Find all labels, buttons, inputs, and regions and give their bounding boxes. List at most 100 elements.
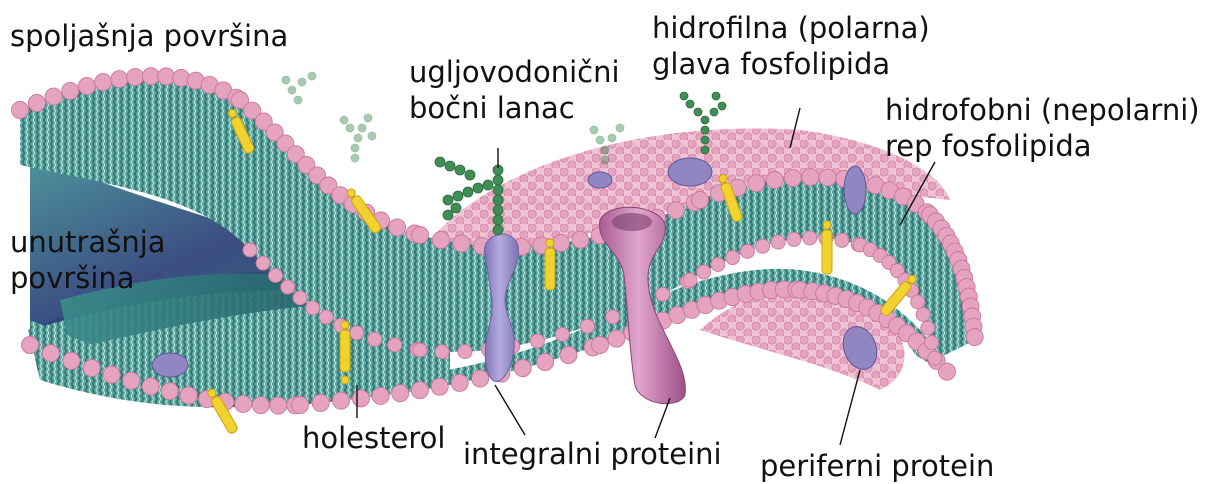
phospholipid-head bbox=[939, 363, 956, 380]
leader-peripheral bbox=[840, 370, 860, 445]
phospholipid-head bbox=[911, 295, 925, 309]
peripheral-protein-left bbox=[152, 353, 188, 377]
phospholipid-head bbox=[28, 95, 45, 112]
phospholipid-head bbox=[555, 327, 569, 341]
phospholipid-head bbox=[802, 169, 819, 186]
leader-integral-left bbox=[495, 385, 525, 435]
phospholipid-head bbox=[161, 383, 178, 400]
phospholipid-head bbox=[103, 366, 120, 383]
phospholipid-head bbox=[514, 360, 531, 377]
phospholipid-head bbox=[530, 334, 544, 348]
phospholipid-head bbox=[45, 88, 62, 105]
phospholipid-head bbox=[756, 239, 770, 253]
phospholipid-head bbox=[711, 258, 725, 272]
phospholipid-head bbox=[42, 345, 59, 362]
phospholipid-head bbox=[252, 397, 269, 414]
phospholipid-head bbox=[78, 78, 95, 95]
phospholipid-head bbox=[281, 280, 295, 294]
phospholipid-head bbox=[62, 82, 79, 99]
phospholipid-head bbox=[292, 397, 309, 414]
label-inner-line1: unutrašnja bbox=[10, 224, 166, 260]
phospholipid-head bbox=[123, 372, 140, 389]
label-inner-surface: unutrašnja površina bbox=[10, 224, 166, 296]
phospholipid-head bbox=[451, 374, 468, 391]
label-hydrophilic-line1: hidrofilna (polarna) bbox=[652, 10, 930, 46]
phospholipid-head bbox=[581, 319, 595, 333]
phospholipid-head bbox=[784, 169, 801, 186]
phospholipid-head bbox=[372, 387, 389, 404]
phospholipid-head bbox=[12, 102, 29, 119]
phospholipid-head bbox=[389, 219, 406, 236]
phospholipid-head bbox=[350, 326, 364, 340]
phospholipid-head bbox=[235, 395, 252, 412]
phospholipid-head bbox=[411, 382, 428, 399]
phospholipid-head bbox=[916, 307, 930, 321]
phospholipid-head bbox=[412, 227, 429, 244]
label-hydrophobic-tail: hidrofobni (nepolarni) rep fosfolipida bbox=[885, 92, 1200, 164]
peripheral-protein-top bbox=[668, 158, 712, 186]
phospholipid-head bbox=[312, 394, 329, 411]
label-inner-line2: površina bbox=[10, 260, 166, 296]
phospholipid-head bbox=[606, 310, 620, 324]
phospholipid-head bbox=[608, 330, 625, 347]
phospholipid-head bbox=[431, 378, 448, 395]
phospholipid-head bbox=[667, 202, 684, 219]
phospholipid-head bbox=[392, 385, 409, 402]
phospholipid-head bbox=[458, 345, 472, 359]
label-hydrophobic-line2: rep fosfolipida bbox=[885, 128, 1200, 164]
phospholipid-head bbox=[771, 235, 785, 249]
label-peripheral-protein: periferni protein bbox=[760, 448, 994, 484]
phospholipid-head bbox=[537, 354, 554, 371]
phospholipid-head bbox=[966, 329, 983, 346]
phospholipid-head bbox=[368, 332, 382, 346]
phospholipid-head bbox=[697, 265, 711, 279]
phospholipid-head bbox=[158, 68, 175, 85]
phospholipid-head bbox=[921, 321, 935, 335]
phospholipid-head bbox=[22, 337, 39, 354]
phospholipid-head bbox=[306, 301, 320, 315]
phospholipid-head bbox=[270, 397, 287, 414]
phospholipid-head bbox=[95, 74, 112, 91]
phospholipid-head bbox=[173, 69, 190, 86]
phospholipid-head bbox=[553, 235, 570, 252]
phospholipid-head bbox=[787, 232, 801, 246]
phospholipid-head bbox=[243, 243, 257, 257]
phospholipid-head bbox=[111, 71, 128, 88]
label-integral-proteins: integralni proteini bbox=[463, 436, 722, 472]
phospholipid-head bbox=[319, 310, 333, 324]
phospholipid-head bbox=[683, 273, 697, 287]
phospholipid-head bbox=[925, 336, 939, 350]
phospholipid-head bbox=[740, 244, 754, 258]
peripheral-protein-small bbox=[588, 172, 612, 188]
phospholipid-head bbox=[453, 235, 470, 252]
phospholipid-head bbox=[256, 256, 270, 270]
phospholipid-head bbox=[472, 370, 489, 387]
phospholipid-head bbox=[435, 345, 449, 359]
phospholipid-head bbox=[726, 251, 740, 265]
phospholipid-head bbox=[388, 338, 402, 352]
label-hydrophobic-line1: hidrofobni (nepolarni) bbox=[885, 92, 1200, 128]
phospholipid-head bbox=[748, 175, 765, 192]
phospholipid-head bbox=[432, 232, 449, 249]
phospholipid-head bbox=[352, 390, 369, 407]
phospholipid-head bbox=[269, 269, 283, 283]
phospholipid-head bbox=[127, 69, 144, 86]
phospholipid-head bbox=[928, 351, 942, 365]
phospholipid-head bbox=[83, 360, 100, 377]
label-hydrophilic-head: hidrofilna (polarna) glava fosfolipida bbox=[652, 10, 930, 82]
label-cholesterol: holesterol bbox=[302, 420, 445, 456]
label-outer-surface: spoljašnja površina bbox=[10, 18, 288, 54]
peripheral-protein-dome bbox=[844, 166, 866, 214]
phospholipid-head bbox=[142, 68, 159, 85]
channel-pore bbox=[612, 213, 652, 231]
phospholipid-head bbox=[766, 172, 783, 189]
label-carbohydrate-chain: ugljovodonični bočni lanac bbox=[409, 54, 620, 126]
label-carbohydrate-line2: bočni lanac bbox=[409, 90, 620, 126]
phospholipid-head bbox=[656, 287, 670, 301]
phospholipid-head bbox=[180, 387, 197, 404]
phospholipid-head bbox=[592, 337, 609, 354]
phospholipid-head bbox=[142, 378, 159, 395]
label-carbohydrate-line1: ugljovodonični bbox=[409, 54, 620, 90]
phospholipid-head bbox=[835, 233, 849, 247]
